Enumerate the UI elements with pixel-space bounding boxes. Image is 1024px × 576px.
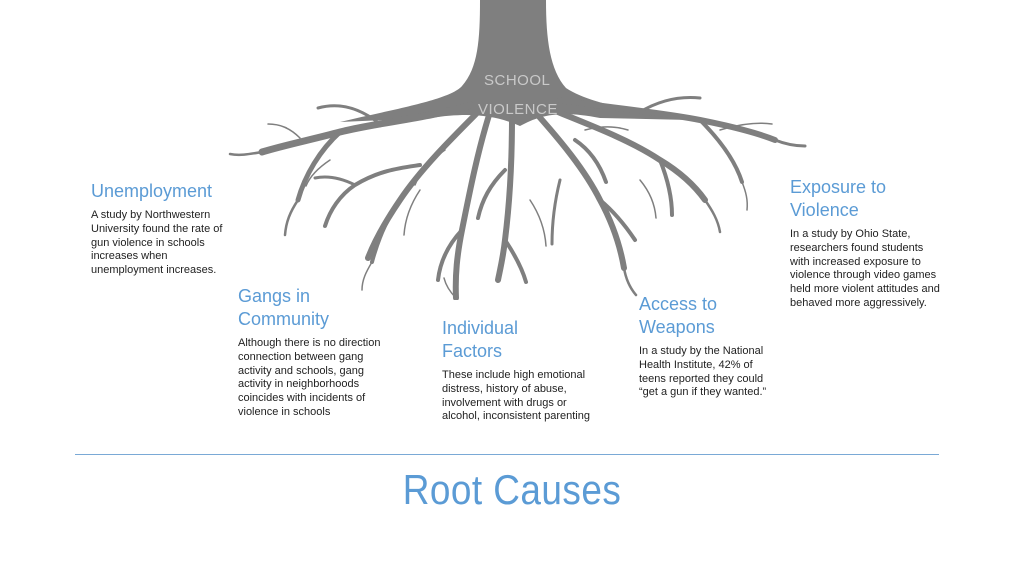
cause-access-to-weapons: Access to Weapons In a study by the Nati… (639, 293, 781, 400)
cause-title: Access to Weapons (639, 294, 718, 337)
cause-individual-factors: Individual Factors These include high em… (442, 317, 598, 424)
cause-text: Although there is no direction connectio… (238, 337, 381, 418)
slide-title: Root Causes (402, 466, 622, 513)
cause-title: Unemployment (91, 181, 213, 201)
cause-unemployment: Unemployment A study by Northwestern Uni… (91, 180, 241, 278)
cause-text: A study by Northwestern University found… (91, 209, 223, 277)
cause-title: Exposure to Violence (790, 177, 887, 220)
cause-text: These include high emotional distress, h… (442, 369, 590, 423)
cause-text: In a study by the National Health Instit… (639, 345, 767, 399)
cause-gangs-in-community: Gangs in Community Although there is no … (238, 285, 388, 420)
trunk-label-violence: VIOLENCE (478, 101, 558, 118)
divider-line (75, 454, 939, 455)
cause-exposure-to-violence: Exposure to Violence In a study by Ohio … (790, 176, 942, 311)
trunk-label-school: SCHOOL (484, 72, 551, 89)
tree-roots (340, 0, 690, 126)
tree-trunk (340, 0, 690, 126)
cause-text: In a study by Ohio State, researchers fo… (790, 228, 940, 309)
cause-title: Gangs in Community (238, 286, 330, 329)
root-lines (228, 96, 807, 300)
tree-roots-illustration (228, 0, 807, 300)
cause-title: Individual Factors (442, 318, 519, 361)
